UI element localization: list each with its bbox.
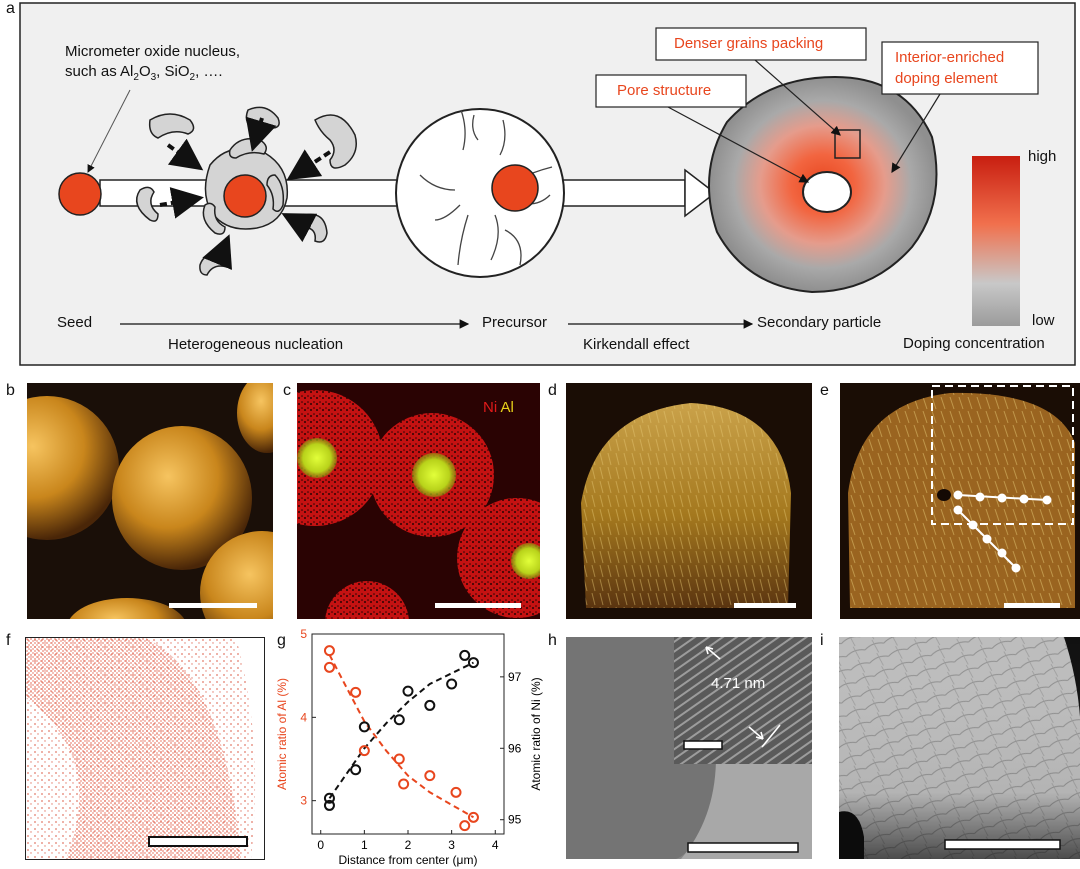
data-point-left	[358, 745, 370, 757]
eds-legend-al: Al	[500, 399, 514, 416]
cross-section-d	[566, 383, 812, 619]
callout-pore-text: Pore structure	[617, 82, 712, 99]
left-tick-label: 3	[300, 794, 307, 808]
callout-interior-line2: doping element	[895, 70, 998, 87]
data-point-right	[350, 764, 362, 776]
x-tick-label: 3	[448, 838, 455, 852]
data-point-right	[446, 678, 458, 690]
x-tick-label: 2	[405, 838, 412, 852]
chart-ylabel-left: Atomic ratio of Al (%)	[275, 678, 289, 790]
data-point-left	[467, 811, 479, 823]
schematic-figure	[19, 2, 1076, 366]
precursor-particle	[395, 108, 565, 278]
data-point-left	[393, 753, 405, 765]
flow-arrow-head	[684, 168, 717, 218]
data-point-right	[424, 699, 436, 711]
eds-legend: Ni Al	[483, 399, 514, 416]
colorbar-high-label: high	[1028, 148, 1057, 165]
stage-seed-label: Seed	[57, 314, 93, 331]
left-tick-label: 4	[300, 710, 307, 724]
chart-plot-frame	[311, 633, 505, 835]
bse-image-i	[839, 637, 1080, 859]
process-nucleation-label: Heterogeneous nucleation	[168, 336, 344, 353]
chart-g: 3 4 5 95 96 97 0 1 2 3 4 Distance from center (μ…	[275, 628, 543, 867]
panel-label-e: e	[820, 382, 829, 399]
stage-secondary-label: Secondary particle	[757, 314, 882, 331]
callout-box-pore	[595, 74, 747, 108]
nucleus-mid2: , SiO	[156, 63, 190, 80]
panel-label-d: d	[548, 382, 557, 399]
data-point-right	[467, 657, 479, 669]
data-point-left	[424, 770, 436, 782]
callout-interior-line1: Interior-enriched	[895, 49, 1005, 66]
process-kirkendall-label: Kirkendall effect	[583, 336, 690, 353]
atom-map-f	[25, 637, 265, 860]
right-tick-label: 97	[508, 670, 522, 684]
panel-label-b: b	[6, 382, 15, 399]
fit-curve-left	[328, 654, 474, 819]
x-tick-label: 0	[317, 838, 324, 852]
nucleus-mid1: O	[138, 63, 151, 80]
seed-nucleus	[58, 172, 102, 216]
panel-label-g: g	[277, 632, 286, 649]
secondary-particle	[708, 75, 938, 294]
data-point-right	[459, 649, 471, 661]
callout-box-denser	[655, 27, 867, 61]
nucleus-caption-line2: such as Al2O3, SiO2, ….	[65, 62, 240, 88]
eds-map-c: Ni Al	[297, 383, 540, 619]
right-tick-label: 96	[508, 741, 522, 755]
data-point-left	[459, 820, 471, 832]
callout-interior-text: Interior-enriched doping element	[895, 47, 1004, 89]
chart-xlabel: Distance from center (μm)	[339, 853, 478, 867]
nucleus-post: , ….	[195, 63, 223, 80]
data-point-left	[398, 778, 410, 790]
nucleus-sub1: 2	[133, 72, 139, 83]
data-point-left	[323, 645, 335, 657]
nucleus-caption: Micrometer oxide nucleus, such as Al2O3,…	[65, 42, 240, 88]
panel-label-h: h	[548, 632, 557, 649]
data-point-right	[402, 685, 414, 697]
panel-label-f: f	[6, 632, 11, 649]
nucleus-caption-pre: such as Al	[65, 63, 134, 80]
data-point-right	[358, 721, 370, 733]
lattice-spacing-label: 4.71 nm	[711, 675, 766, 692]
data-point-right	[393, 714, 405, 726]
nucleus-caption-line1: Micrometer oxide nucleus,	[65, 43, 241, 60]
panel-label-a: a	[6, 0, 15, 17]
x-tick-label: 1	[361, 838, 368, 852]
colorbar-title: Doping concentration	[903, 335, 1045, 352]
callout-box-interior	[881, 41, 1039, 95]
stage-precursor-label: Precursor	[482, 314, 548, 331]
cross-section-e	[840, 383, 1080, 619]
sem-image-b	[27, 383, 273, 619]
data-point-left	[350, 686, 362, 698]
callout-denser-text: Denser grains packing	[674, 35, 824, 52]
x-tick-label: 4	[492, 838, 499, 852]
chart-ylabel-right: Atomic ratio of Ni (%)	[529, 677, 543, 790]
right-tick-label: 95	[508, 813, 522, 827]
fit-curve-right	[328, 661, 474, 799]
nucleus-pointer	[87, 89, 131, 173]
colorbar-low-label: low	[1032, 312, 1055, 329]
data-point-left	[450, 786, 462, 798]
eds-legend-ni: Ni	[483, 399, 498, 416]
colorbar	[972, 156, 1020, 326]
nucleus-sub3: 2	[189, 72, 196, 83]
panel-label-c: c	[283, 382, 291, 399]
data-point-left	[323, 661, 335, 673]
tem-image-h: 4.71 nm	[566, 637, 812, 859]
left-tick-label: 5	[300, 628, 307, 641]
data-point-right	[323, 792, 335, 804]
data-point-right	[323, 799, 335, 811]
panel-label-i: i	[820, 632, 824, 649]
nucleation-cluster	[135, 106, 357, 276]
nucleus-sub2: 3	[150, 72, 157, 83]
